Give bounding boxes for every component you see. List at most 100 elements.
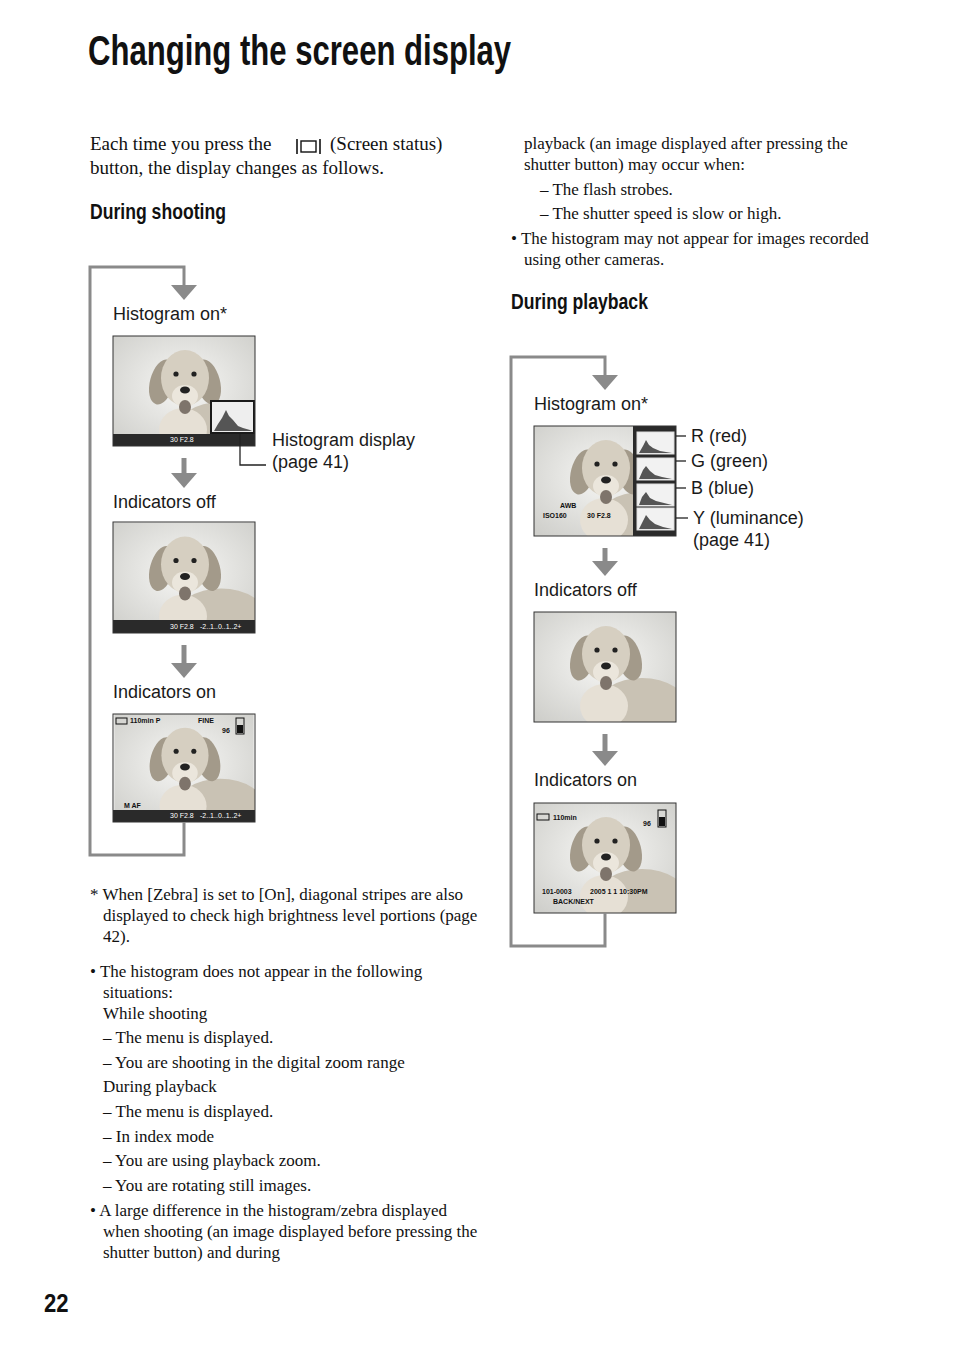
- screen-readout: ISO160: [543, 512, 567, 520]
- lcd-screen: [113, 522, 267, 649]
- state-heading: Indicators off: [534, 579, 676, 601]
- state-heading: Indicators on: [534, 769, 676, 791]
- bullet-text: • A large difference in the histogram/ze…: [90, 1200, 483, 1263]
- leader-line: [676, 436, 688, 518]
- connector-line: [90, 267, 184, 855]
- lcd-screen-part: [534, 426, 676, 536]
- lcd-screen-part: [113, 434, 255, 446]
- screen-status-icon: [297, 139, 320, 154]
- list-item: – The shutter speed is slow or high.: [540, 203, 781, 224]
- lcd-screen: [113, 336, 267, 462]
- body-text: During playback: [103, 1076, 217, 1097]
- leader-line-part: [676, 487, 686, 488]
- connector-line: [511, 357, 605, 946]
- screen-status-icon-part: [319, 139, 321, 154]
- lcd-screen-part-part: [639, 466, 672, 479]
- section-heading: During shooting: [90, 199, 226, 225]
- screen-readout: -2..1..0..1..2+: [200, 623, 241, 631]
- lcd-screen-part: [113, 523, 267, 649]
- flow-arrow: [171, 458, 197, 488]
- list-item: – You are shooting in the digital zoom r…: [103, 1052, 405, 1073]
- lcd-screen: [534, 612, 688, 738]
- footnote: * When [Zebra] is set to [On], diagonal …: [90, 884, 483, 947]
- screen-readout: 96: [643, 820, 651, 828]
- lcd-screen-part: [639, 440, 672, 529]
- lcd-screen-part: [214, 410, 252, 431]
- arrow-head: [592, 561, 618, 576]
- state-heading: Histogram on*: [113, 303, 255, 325]
- lcd-screen-part: [534, 803, 676, 913]
- lcd-screen-part: [633, 426, 676, 536]
- flow-arrow: [90, 267, 197, 855]
- state-heading: Histogram on*: [534, 393, 676, 415]
- display-state: Indicators on: [534, 769, 676, 913]
- screen-readout: 110min P: [130, 717, 160, 725]
- connector-line: [603, 548, 608, 562]
- connector-line: [603, 734, 608, 752]
- lcd-screen-part-part: [637, 508, 674, 530]
- lcd-screen-part: [113, 336, 255, 446]
- state-heading: Indicators off: [113, 491, 255, 513]
- lcd-screen: [113, 714, 265, 838]
- list-item: – You are using playback zoom.: [103, 1150, 321, 1171]
- body-text: While shooting: [103, 1003, 207, 1024]
- lcd-screen-part: [534, 612, 688, 738]
- lcd-screen-part-part: [639, 440, 672, 453]
- bullet-text: • The histogram may not appear for image…: [511, 228, 896, 270]
- arrow-head: [592, 751, 618, 766]
- lcd-screen-part: [113, 620, 255, 633]
- lcd-screen-part: [113, 522, 255, 633]
- callout-label: B (blue): [691, 477, 754, 499]
- screen-readout: M AF: [124, 802, 141, 810]
- lcd-screen-part-part: [637, 458, 674, 480]
- lcd-screen-part: [113, 714, 255, 822]
- lcd-screen-part: [237, 725, 243, 733]
- flow-arrow: [511, 357, 618, 946]
- flow-arrow: [592, 548, 618, 576]
- body-text: playback (an image displayed after press…: [524, 133, 886, 175]
- screen-readout: 30 F2.8: [170, 623, 194, 631]
- arrow-head: [171, 663, 197, 678]
- lcd-screen-part: [211, 401, 254, 433]
- screen-readout: -2..1..0..1..2+: [200, 812, 241, 820]
- lcd-screen-part-part: [639, 515, 672, 529]
- list-item: – The flash strobes.: [540, 179, 673, 200]
- leader-line-part: [676, 460, 686, 461]
- list-item: – The menu is displayed.: [103, 1027, 273, 1048]
- lcd-screen: [534, 426, 688, 552]
- lcd-screen-part: [116, 718, 127, 724]
- lcd-screen: [534, 803, 688, 929]
- lcd-screen-part-part: [639, 492, 672, 505]
- screen-readout: 101-0003: [542, 888, 572, 896]
- bullet-text: • The histogram does not appear in the f…: [90, 961, 483, 1003]
- screen-status-icon-part: [301, 141, 316, 152]
- screen-readout: AWB: [560, 502, 576, 510]
- page-title: Changing the screen display: [88, 26, 511, 76]
- body-text: (Screen status) button, the display chan…: [90, 132, 472, 180]
- lcd-screen-part: [534, 612, 676, 722]
- display-state: Indicators on: [113, 681, 255, 822]
- arrow-head: [171, 285, 197, 300]
- list-item: – In index mode: [103, 1126, 214, 1147]
- lcd-screen-part: [637, 432, 674, 530]
- lcd-screen-part: [658, 810, 666, 827]
- body-text: Each time you press the: [90, 132, 272, 156]
- screen-readout: 110min: [553, 814, 577, 822]
- page-number: 22: [44, 1288, 69, 1318]
- arrow-head: [171, 473, 197, 488]
- section-heading: During playback: [511, 289, 648, 315]
- lcd-screen-part: [659, 817, 665, 826]
- flow-arrow: [592, 734, 618, 766]
- callout-label: G (green): [691, 450, 768, 472]
- display-state: Indicators off: [113, 491, 255, 633]
- lcd-screen-part: [113, 810, 255, 822]
- lcd-screen-part: [236, 718, 244, 734]
- leader-line-part: [676, 517, 688, 518]
- flow-arrow: [171, 645, 197, 678]
- list-item: – You are rotating still images.: [103, 1175, 311, 1196]
- leader-line-part: [676, 435, 686, 436]
- lcd-screen-part-part: [637, 432, 674, 454]
- arrow-head: [592, 375, 618, 390]
- screen-readout: 30 F2.8: [587, 512, 611, 520]
